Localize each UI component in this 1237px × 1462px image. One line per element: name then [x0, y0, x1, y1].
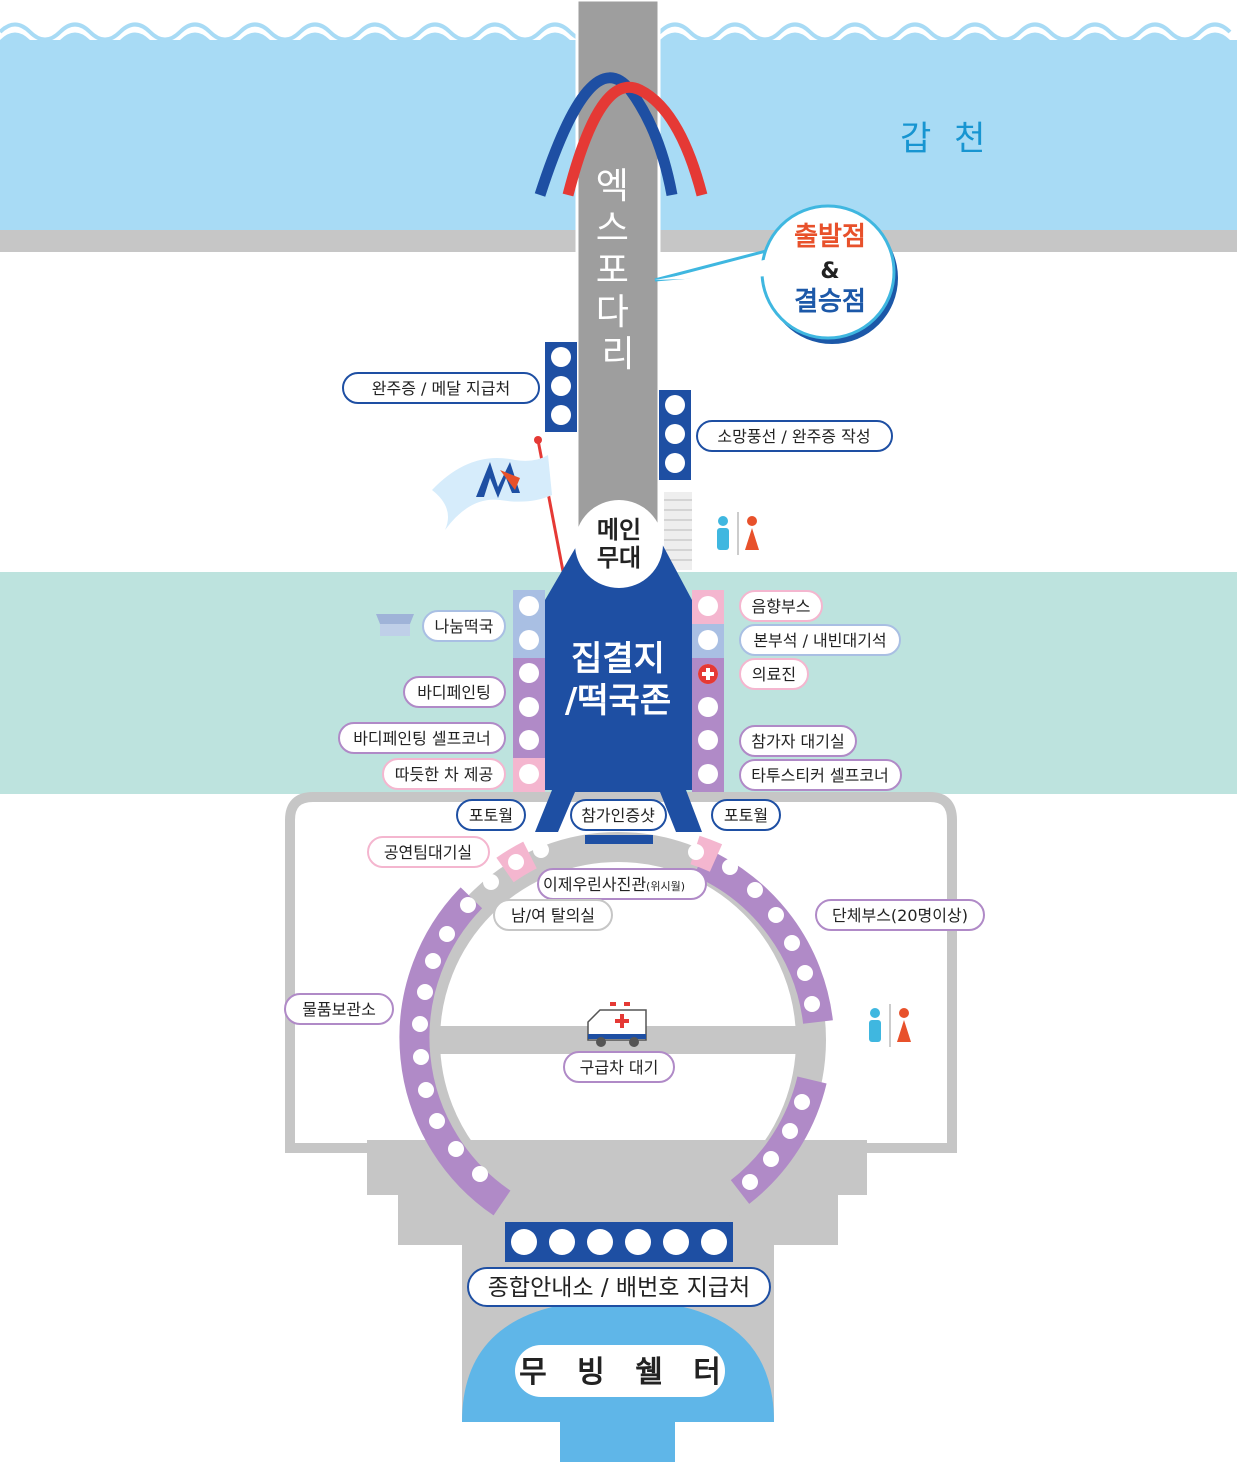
label-balloon: 소망풍선 / 완주증 작성	[696, 420, 893, 452]
moving-shelter: 무 빙 쉘 터	[462, 1300, 774, 1462]
start-label: 출발점	[794, 222, 866, 252]
label-photo-studio: 이제우린사진관(위시월)	[537, 868, 707, 900]
photo-shot-marker	[585, 835, 653, 844]
plaza-walkway	[285, 792, 957, 1153]
zone-line2: /떡국존	[565, 681, 671, 721]
shelter-label: 무 빙 쉘 터	[519, 1355, 731, 1390]
medal-booths	[545, 342, 577, 432]
performer-label: 공연팀대기실	[384, 843, 472, 862]
balloon-label: 소망풍선 / 완주증 작성	[717, 427, 870, 446]
bridge-char: 다	[596, 292, 629, 333]
arch-icon	[534, 72, 708, 197]
photo-wall-left-label: 포토월	[469, 806, 513, 825]
river-label: 갑 천	[900, 119, 991, 159]
medical-label: 의료진	[752, 665, 796, 684]
amp-label: &	[820, 259, 839, 284]
balloon-booths	[659, 390, 691, 480]
tea-label: 따듯한 차 제공	[395, 765, 494, 784]
label-group: 단체부스(20명이상)	[815, 899, 985, 931]
shot-label: 참가인증샷	[581, 806, 655, 825]
label-shot: 참가인증샷	[570, 799, 667, 831]
label-waiting: 참가자 대기실	[739, 725, 857, 757]
label-tattoo: 타투스티커 셀프코너	[739, 759, 902, 791]
tent-icon	[376, 614, 414, 636]
label-body-paint: 바디페인팅	[403, 676, 506, 708]
label-photo-wall-right: 포토월	[711, 799, 781, 831]
bridge-name: 엑 스 포 다 리	[596, 166, 641, 375]
storage-label: 물품보관소	[302, 1000, 376, 1019]
restroom-icon	[869, 1004, 911, 1047]
label-changing: 남/여 탈의실	[493, 899, 613, 931]
body-paint-self-label: 바디페인팅 셀프코너	[353, 729, 491, 748]
label-hq: 본부석 / 내빈대기석	[739, 624, 901, 656]
restroom-icon	[717, 512, 759, 555]
rice-cake-label: 나눔떡국	[435, 617, 494, 636]
start-finish-callout: 출발점 & 결승점	[654, 204, 898, 344]
right-booth-column	[692, 590, 724, 792]
stage-line2: 무대	[597, 544, 641, 572]
info-booths	[505, 1222, 733, 1262]
changing-label: 남/여 탈의실	[511, 906, 595, 925]
bridge-char: 포	[596, 250, 629, 291]
gathering-zone: 집결지 /떡국존	[535, 510, 702, 832]
ambulance-label: 구급차 대기	[580, 1058, 659, 1077]
label-rice-cake: 나눔떡국	[422, 610, 506, 642]
label-sound: 음향부스	[739, 590, 823, 622]
group-label: 단체부스(20명이상)	[832, 906, 968, 925]
label-info: 종합안내소 / 배번호 지급처	[467, 1267, 771, 1307]
label-medal: 완주증 / 메달 지급처	[342, 372, 540, 404]
label-body-paint-self: 바디페인팅 셀프코너	[338, 722, 506, 754]
bridge-char: 엑	[596, 166, 629, 207]
finish-label: 결승점	[794, 287, 866, 317]
photo-studio-name: 이제우린사진관	[543, 875, 646, 894]
zone-line1: 집결지	[571, 639, 665, 679]
bridge-char: 스	[596, 208, 629, 249]
label-ambulance: 구급차 대기	[563, 1051, 675, 1083]
info-label: 종합안내소 / 배번호 지급처	[488, 1275, 750, 1301]
bridge-char: 리	[601, 334, 634, 375]
label-performer: 공연팀대기실	[367, 836, 490, 868]
waiting-label: 참가자 대기실	[751, 732, 844, 751]
label-photo-wall-left: 포토월	[456, 799, 526, 831]
photo-wall-right-label: 포토월	[724, 806, 768, 825]
main-stage: 메인 무대	[575, 500, 663, 588]
photo-studio-label: 이제우린사진관(위시월)	[543, 875, 685, 894]
medal-label: 완주증 / 메달 지급처	[372, 379, 510, 398]
ambulance-icon	[587, 1002, 647, 1047]
ring-booths	[412, 842, 820, 1190]
stage-line1: 메인	[597, 516, 641, 544]
body-paint-label: 바디페인팅	[417, 683, 491, 702]
label-medical: 의료진	[739, 658, 809, 690]
left-booth-column	[513, 590, 545, 792]
label-storage: 물품보관소	[284, 993, 394, 1025]
tattoo-label: 타투스티커 셀프코너	[751, 766, 889, 785]
photo-studio-sub: (위시월)	[646, 880, 685, 893]
label-tea: 따듯한 차 제공	[382, 758, 506, 790]
hq-label: 본부석 / 내빈대기석	[753, 631, 886, 650]
medical-cross-icon	[698, 664, 718, 684]
sound-label: 음향부스	[752, 597, 811, 616]
